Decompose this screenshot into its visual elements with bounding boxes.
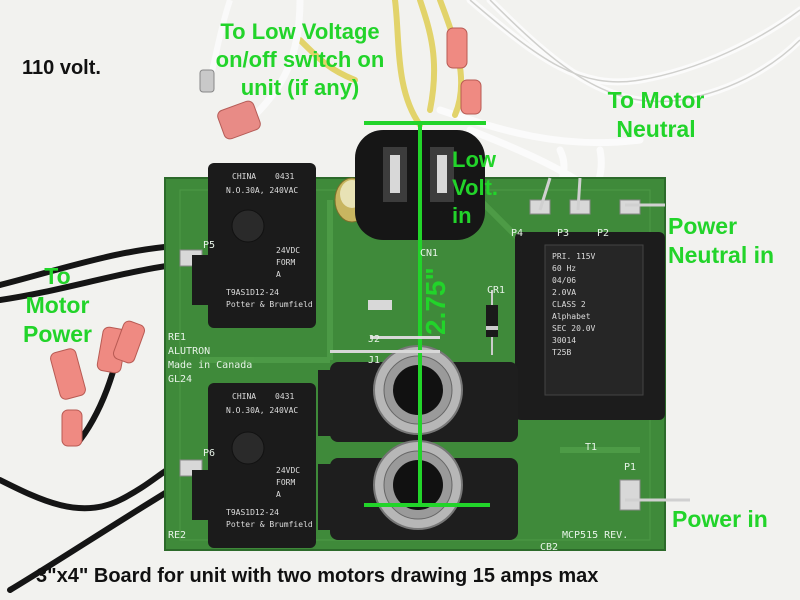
- pink-connectors-left: [50, 320, 145, 447]
- xfmr-pri: PRI. 115V: [552, 252, 596, 261]
- relay-bottom: [192, 383, 316, 548]
- relay2-rating: N.O.30A, 240VAC: [226, 406, 299, 415]
- power-neutral-in-label: Power Neutral in: [668, 212, 774, 270]
- diode: [486, 290, 498, 355]
- relay1-form: FORM: [276, 258, 296, 267]
- silk-model: MCP515 REV.: [562, 530, 629, 541]
- silk-p5: P5: [203, 240, 216, 251]
- relay1-coil: 24VDC: [276, 246, 301, 255]
- caption: 3"x4" Board for unit with two motors dra…: [36, 565, 599, 587]
- silk-re1: RE1: [168, 332, 187, 343]
- transformer: [515, 232, 665, 420]
- relay2-brand: Potter & Brumfield: [226, 520, 313, 529]
- relay1-code: 0431: [275, 172, 295, 181]
- voltage-label: 110 volt.: [22, 57, 101, 79]
- xfmr-t: T25B: [552, 348, 572, 357]
- motor-neutral-line-2: Neutral: [616, 116, 696, 142]
- motor-power-line-1: To: [44, 263, 71, 289]
- xfmr-model: 30014: [552, 336, 577, 345]
- silk-j1: J1: [368, 355, 381, 366]
- low-voltage-switch-line-1: To Low Voltage: [220, 19, 380, 44]
- motor-power-line-3: Power: [22, 321, 93, 347]
- silk-p4: P4: [511, 228, 524, 239]
- relay2-form: FORM: [276, 478, 296, 487]
- motor-power-label: To Motor Power: [10, 262, 105, 349]
- relay1-part: T9AS1D12-24: [226, 288, 279, 297]
- relay2-country: CHINA: [232, 392, 257, 401]
- relay2-coil: 24VDC: [276, 466, 301, 475]
- relay-top: [192, 163, 316, 328]
- pink-connectors-top: [199, 27, 482, 140]
- silk-cb2: CB2: [540, 542, 559, 553]
- motor-neutral-label: To Motor Neutral: [596, 86, 716, 144]
- low-volt-in-line-2: Volt.: [452, 175, 499, 200]
- power-neutral-in-line-2: Neutral in: [668, 242, 775, 268]
- silk-p6: P6: [203, 448, 216, 459]
- relay1-rating: N.O.30A, 240VAC: [226, 186, 299, 195]
- silk-j2: J2: [368, 334, 381, 345]
- dimension-label: 2.75": [420, 267, 451, 335]
- relay2-code: 0431: [275, 392, 295, 401]
- xfmr-brand: Alphabet: [552, 312, 591, 321]
- motor-neutral-line-1: To Motor: [607, 87, 705, 113]
- silk-p1: P1: [624, 462, 637, 473]
- silk-cn1: CN1: [420, 248, 439, 259]
- xfmr-class: CLASS 2: [552, 300, 586, 309]
- silk-p2: P2: [597, 228, 610, 239]
- motor-power-line-2: Motor: [25, 292, 90, 318]
- relay2-part: T9AS1D12-24: [226, 508, 279, 517]
- white-wire-left: [252, 0, 304, 118]
- relay2-form-letter: A: [276, 490, 281, 499]
- silk-maker: ALUTRON: [168, 346, 211, 357]
- xfmr-hz: 60 Hz: [552, 264, 577, 273]
- low-volt-in-line-1: Low: [452, 147, 496, 172]
- relay1-brand: Potter & Brumfield: [226, 300, 313, 309]
- dimension-marker: [364, 121, 490, 507]
- silk-cr1: CR1: [487, 285, 506, 296]
- xfmr-sec: SEC 20.0V: [552, 324, 596, 333]
- relay1-country: CHINA: [232, 172, 257, 181]
- silk-p3: P3: [557, 228, 570, 239]
- low-volt-in-line-3: in: [452, 203, 472, 228]
- low-volt-in-label: Low Volt. in: [452, 146, 498, 230]
- silk-made-in: Made in Canada: [168, 360, 253, 371]
- low-voltage-switch-line-3: unit (if any): [240, 75, 360, 100]
- relay1-form-letter: A: [276, 270, 281, 279]
- low-voltage-switch-label: To Low Voltage on/off switch on unit (if…: [205, 18, 395, 102]
- power-neutral-in-line-1: Power: [668, 213, 738, 239]
- silk-re2: RE2: [168, 530, 187, 541]
- yellow-wires: [297, 0, 465, 128]
- silk-t1: T1: [585, 442, 598, 453]
- xfmr-va: 2.0VA: [552, 288, 577, 297]
- xfmr-date: 04/06: [552, 276, 577, 285]
- silk-code: GL24: [168, 374, 193, 385]
- low-voltage-switch-line-2: on/off switch on: [215, 47, 385, 72]
- power-in-label: Power in: [672, 506, 768, 532]
